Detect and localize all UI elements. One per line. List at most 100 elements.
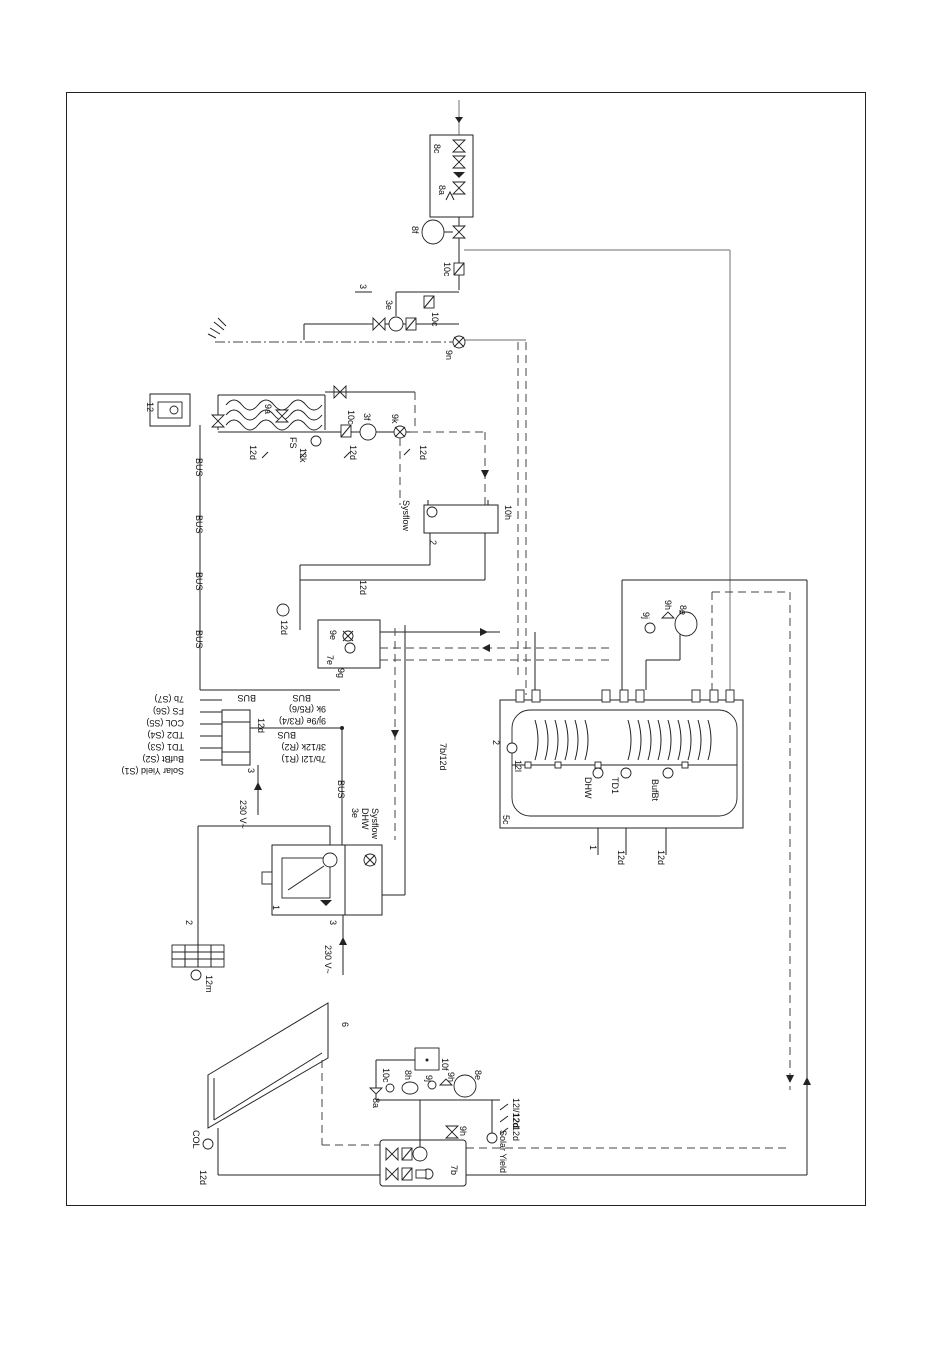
wire-3-top: 3: [358, 284, 368, 289]
bus-label-4: BUS: [194, 630, 204, 649]
label-9k: 9k: [390, 414, 400, 424]
label-9h-station: 9h: [458, 1126, 468, 1136]
label-10c-c: 10c: [346, 410, 356, 425]
label-sysflow-sep: Sysflow: [401, 500, 411, 532]
label-12d-col: 12d: [198, 1170, 208, 1185]
label-12d-b: 12d: [348, 445, 358, 460]
label-12l12d: 12l/12d: [511, 1098, 521, 1128]
terminal-s7: 7b (S7): [154, 694, 184, 704]
label-bufbt-tank: BufBt: [650, 779, 660, 802]
label-col: COL: [191, 1130, 201, 1149]
solar-controller: [221, 709, 251, 766]
expansion-vessel-8f: [421, 219, 445, 245]
storage-tank-group: 5c 2 7b/12d 12l DHW TD1 BufBt 1 12d 12d: [438, 579, 811, 1175]
tank-sensor-right: [506, 742, 518, 754]
label-td1-tank: TD1: [610, 777, 620, 794]
wire-bufbt-12d: 12d: [656, 850, 666, 865]
label-dhw-tank: DHW: [583, 777, 593, 799]
label-9h-tank: 9h: [663, 600, 673, 610]
storage-tank-5c: [511, 709, 738, 817]
wire-outdoor: 2: [184, 920, 194, 925]
solar-collector-6: [207, 1002, 329, 1129]
label-boiler-dhw: DHW: [360, 808, 370, 830]
supply-230-boiler: 230 V~: [323, 945, 333, 974]
wire-boiler-3: 3: [328, 920, 338, 925]
label-12: 12: [145, 402, 155, 412]
circulation-pump-group: 3e 3 10c: [303, 284, 459, 340]
outdoor-sensor-12m: [190, 969, 202, 981]
label-3e-top: 3e: [384, 300, 394, 310]
tank-expansion-8e: [674, 611, 698, 637]
solar-station-7b: [379, 1139, 467, 1187]
wire-ctrl-3: 3: [246, 768, 256, 773]
tank-sensor-td1: [620, 767, 632, 779]
controller-right-terminals: 9k (R5/6) 9j/9e (R3/4) BUS 3f/12k (R2) 7…: [250, 704, 344, 764]
label-7b12d: 7b/12d: [438, 743, 448, 771]
label-solar-yield: Solar Yield: [498, 1130, 508, 1173]
dhw-mixing-group: 9n: [207, 317, 527, 695]
bus-label-1: BUS: [194, 458, 204, 477]
label-9n: 9n: [444, 350, 454, 360]
bus-label-2: BUS: [194, 515, 204, 534]
wire-td1-12d: 12d: [616, 850, 626, 865]
diagram-frame: [66, 92, 866, 1206]
bus-line-group: BUS BUS BUS BUS BUS BUS: [194, 425, 340, 703]
terminal-r56: 9k (R5/6): [289, 704, 326, 714]
wire-sep: 2: [428, 540, 438, 545]
terminal-s6: FS (S6): [153, 706, 184, 716]
air-separator-8h: [401, 1081, 419, 1095]
heating-circuit-group: 8c 8a 8f 10c: [410, 100, 731, 695]
underfloor-circuit-group: 12 9a FS 12k 10c 3f 9k 12d 12d 12d: [145, 384, 489, 505]
terminal-bus: BUS: [277, 730, 296, 740]
terminal-s3: TD1 (S3): [147, 742, 184, 752]
solar-expansion-8e: [453, 1074, 477, 1098]
label-9g: 9g: [336, 668, 346, 678]
label-9j-solar: 9j: [424, 1075, 434, 1082]
label-12d-room: 12d: [279, 620, 289, 635]
label-8e-tank: 8e: [678, 605, 688, 615]
label-10f: 10f: [440, 1058, 450, 1071]
label-10c-solar: 10c: [381, 1068, 391, 1083]
label-bus-boiler: BUS: [336, 780, 346, 799]
shower-icon: [207, 317, 227, 339]
bus-label-3: BUS: [194, 572, 204, 591]
label-12m: 12m: [204, 975, 214, 993]
solar-controller-group: 12d 7b (S7) FS (S6) COL (S5) TD2 (S4) TD…: [121, 694, 346, 845]
label-8c: 8c: [432, 144, 442, 154]
bus-label-5: BUS: [237, 693, 256, 703]
label-9e: 9e: [328, 630, 338, 640]
label-10c-b: 10c: [430, 312, 440, 327]
tank-sensor-dhw: [592, 767, 604, 779]
label-8f: 8f: [410, 226, 420, 234]
boiler-group: 1 3e DHW Sysflow 2 230 V~ 3: [184, 808, 383, 975]
label-5c: 5c: [501, 815, 511, 825]
controller-left-terminals: 7b (S7) FS (S6) COL (S5) TD2 (S4) TD1 (S…: [121, 694, 222, 776]
solar-station-group: 7b 9h 8a 10c 8h 10f 9j 9h 8e Solar Yield: [368, 1047, 521, 1187]
label-12d-module: 12d: [358, 580, 368, 595]
label-fs: FS: [288, 437, 298, 449]
temp-sensor-12k: [310, 435, 322, 447]
label-7e: 7e: [325, 655, 335, 665]
label-12d-ctrl: 12d: [256, 718, 266, 733]
tank-coil-upper: [627, 719, 712, 761]
label-boiler-sysflow: Sysflow: [370, 808, 380, 840]
tank-sensor-bufbt: [662, 767, 674, 779]
label-3f: 3f: [362, 413, 372, 421]
terminal-s5: COL (S5): [146, 718, 184, 728]
circulation-pump-3e: [388, 316, 404, 332]
label-8h: 8h: [403, 1070, 413, 1080]
solar-collector-group: 6 COL 12d: [191, 1002, 807, 1185]
pump-3f: [359, 423, 377, 441]
label-12d-solar-a: 12d: [511, 1113, 521, 1128]
solar-yield-sensor: [486, 1132, 498, 1144]
room-sensor-12d: [276, 603, 290, 617]
label-7b: 7b: [449, 1165, 459, 1175]
label-boiler-3e: 3e: [350, 808, 360, 818]
label-12d-solar-b: 12d: [511, 1126, 521, 1141]
label-12l-tank: 12l: [513, 760, 523, 772]
hydraulic-separator-group: Sysflow 10h 2: [299, 500, 513, 630]
terminal-s4: TD2 (S4): [147, 730, 184, 740]
wire-dhw-1: 1: [588, 845, 598, 850]
terminal-r1: 7b/12l (R1): [281, 754, 326, 764]
